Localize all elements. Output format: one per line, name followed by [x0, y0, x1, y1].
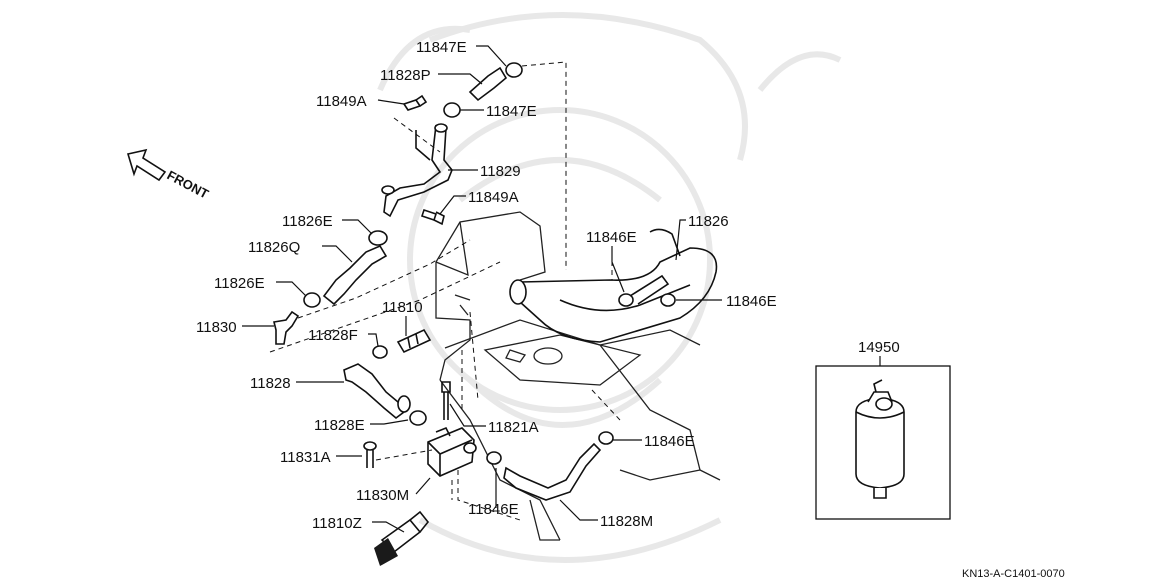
label-11828p[interactable]: 11828P — [380, 67, 431, 84]
label-11810z[interactable]: 11810Z — [312, 515, 362, 532]
bolt-11849a-mid[interactable] — [420, 208, 445, 226]
label-11826e-low[interactable]: 11826E — [214, 275, 265, 292]
label-11821a[interactable]: 11821A — [488, 419, 539, 436]
front-label: FRONT — [165, 167, 212, 201]
clamp-11846e-ur[interactable] — [660, 293, 676, 307]
label-11828m[interactable]: 11828M — [600, 513, 653, 530]
hose-11828p[interactable] — [468, 66, 508, 102]
clamp-11826e-top[interactable] — [368, 230, 388, 246]
label-11831a[interactable]: 11831A — [280, 449, 331, 466]
label-11826[interactable]: 11826 — [688, 213, 729, 230]
pipe-11829[interactable] — [381, 123, 453, 218]
engine-block — [435, 211, 721, 541]
clamp-11826e-low[interactable] — [303, 292, 321, 308]
inset-box-14950[interactable] — [815, 365, 951, 520]
clamp-11846e-ul[interactable] — [618, 293, 634, 307]
housing-11830m[interactable] — [427, 426, 477, 477]
hose-11828m[interactable] — [503, 442, 602, 501]
label-11846e-bot[interactable]: 11846E — [468, 501, 519, 518]
label-11828f[interactable]: 11828F — [308, 327, 358, 344]
fitting-11830[interactable] — [273, 310, 300, 345]
label-14950[interactable]: 14950 — [858, 339, 900, 356]
bolt-11821a[interactable] — [441, 381, 451, 420]
label-11828[interactable]: 11828 — [250, 375, 291, 392]
clamp-11847e-top[interactable] — [505, 62, 523, 78]
label-11849a-mid[interactable]: 11849A — [468, 189, 519, 206]
label-11830[interactable]: 11830 — [196, 319, 237, 336]
front-arrow-icon — [126, 148, 167, 182]
label-11847e-top[interactable]: 11847E — [416, 39, 467, 56]
clamp-11828f[interactable] — [372, 345, 388, 359]
samurai-helmet-watermark — [377, 12, 842, 563]
hose-11826-small[interactable] — [629, 274, 670, 305]
label-11826e-top[interactable]: 11826E — [282, 213, 333, 230]
label-11829[interactable]: 11829 — [480, 163, 521, 180]
drawing-code: KN13-A-C1401-0070 — [962, 568, 1065, 580]
label-11830m[interactable]: 11830M — [356, 487, 409, 504]
hose-11828[interactable] — [343, 363, 411, 420]
pipe-11826[interactable] — [509, 228, 718, 343]
sensor-11810[interactable] — [396, 328, 432, 354]
part-labels: 11847E 11828P 11849A 11847E 11829 11849A… — [196, 39, 900, 532]
clamp-11847e-mid[interactable] — [443, 102, 461, 118]
bolt-11849a-top[interactable] — [402, 94, 428, 111]
label-11810[interactable]: 11810 — [382, 299, 423, 316]
label-11849a-top[interactable]: 11849A — [316, 93, 367, 110]
label-11846e-ul[interactable]: 11846E — [586, 229, 637, 246]
clamp-11846e-right[interactable] — [598, 431, 614, 445]
label-11828e[interactable]: 11828E — [314, 417, 365, 434]
reference-lines — [269, 61, 621, 521]
hose-11826q[interactable] — [322, 244, 388, 306]
leader-lines — [242, 45, 881, 533]
bolt-11831a[interactable] — [363, 441, 377, 468]
clamp-11828e[interactable] — [409, 410, 427, 426]
label-11847e-mid[interactable]: 11847E — [486, 103, 537, 120]
sealant-tube-11810z[interactable] — [374, 510, 430, 566]
label-11826q[interactable]: 11826Q — [248, 239, 300, 256]
clamp-11846e-bot[interactable] — [486, 451, 502, 465]
label-11846e-right[interactable]: 11846E — [644, 433, 695, 450]
label-11846e-ur[interactable]: 11846E — [726, 293, 777, 310]
